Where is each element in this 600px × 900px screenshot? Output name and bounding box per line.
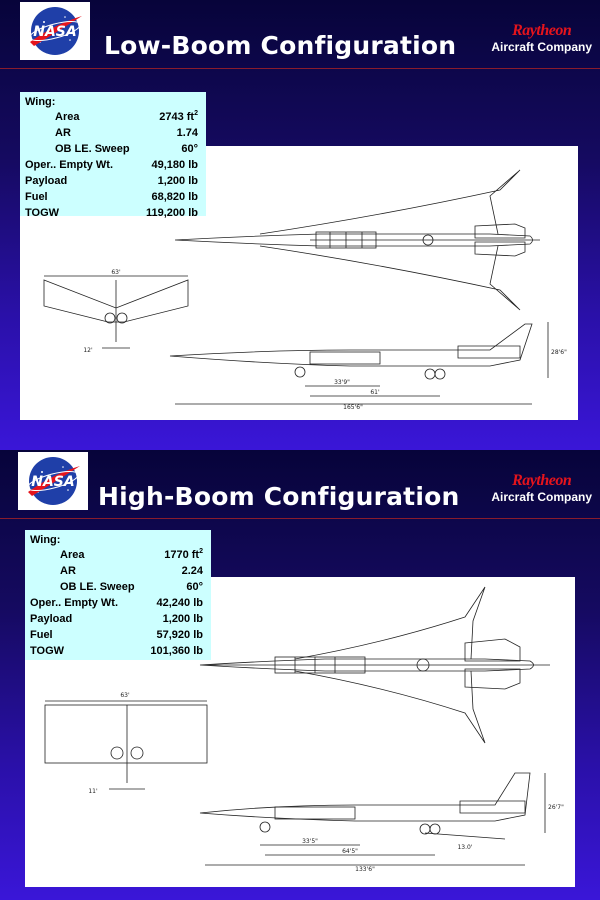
dim-length: 165'6": [343, 404, 363, 411]
dim-span: 63': [111, 269, 121, 276]
wing-label: Wing:: [30, 534, 61, 546]
spec-row-area: Area 2743 ft2: [25, 109, 198, 125]
brand-name: Raytheon: [512, 22, 572, 39]
spec-row-sweep: OB LE. Sweep 60°: [30, 579, 203, 595]
spec-value: 60°: [186, 581, 203, 593]
dim-length: 133'6": [355, 866, 375, 873]
spec-value: 2.24: [181, 565, 203, 577]
spec-value: 42,240 lb: [156, 597, 203, 609]
spec-value: 68,820 lb: [151, 191, 198, 203]
spec-label: OB LE. Sweep: [55, 143, 130, 155]
specs-table: Wing: Area 2743 ft2 AR 1.74 OB LE. Sweep 60…: [20, 92, 206, 219]
spec-unit-sup: 2: [199, 548, 203, 555]
dim-cabin: 33'9": [334, 379, 350, 386]
spec-row-area: Area 1770 ft2: [30, 547, 203, 563]
spec-row-sweep: OB LE. Sweep 60°: [25, 141, 198, 157]
nasa-wordmark: NASA: [31, 474, 74, 490]
spec-label: Oper.. Empty Wt.: [25, 159, 114, 171]
spec-label: AR: [60, 565, 76, 577]
brand-name: Raytheon: [512, 472, 572, 489]
spec-row-empty-weight: Oper.. Empty Wt. 42,240 lb: [30, 595, 203, 611]
dim-height: 28'6": [551, 349, 567, 356]
brand-subtitle: Aircraft Company: [491, 40, 592, 54]
spec-label: AR: [55, 127, 71, 139]
aircraft-three-view-drawing: 63' 11' 26'7" 13.0' 33'5" 64'5" 133'6": [44, 586, 564, 873]
dim-wheelbase: 61': [370, 389, 380, 396]
low-boom-slide: NASA Low-Boom Configuration Raytheon Air…: [0, 0, 600, 450]
dim-angle: 13.0': [457, 844, 472, 851]
spec-value: 49,180 lb: [151, 159, 198, 171]
page-title: High-Boom Configuration: [98, 482, 460, 511]
spec-row-payload: Payload 1,200 lb: [25, 173, 198, 189]
spec-row-fuel: Fuel 68,820 lb: [25, 189, 198, 205]
spec-label: Fuel: [25, 191, 48, 203]
spec-value: 119,200 lb: [146, 207, 198, 219]
high-boom-slide: NASA High-Boom Configuration Raytheon Ai…: [0, 450, 600, 900]
spec-label: Area: [55, 111, 80, 123]
spec-unit-sup: 2: [194, 110, 198, 117]
spec-row-empty-weight: Oper.. Empty Wt. 49,180 lb: [25, 157, 198, 173]
raytheon-brand: Raytheon Aircraft Company: [491, 22, 592, 54]
raytheon-brand: Raytheon Aircraft Company: [491, 472, 592, 504]
wing-label: Wing:: [25, 96, 56, 108]
spec-row-togw: TOGW 101,360 lb: [30, 643, 203, 659]
spec-row-ar: AR 1.74: [25, 125, 198, 141]
spec-label: Payload: [30, 613, 73, 625]
spec-value: 1,200 lb: [157, 175, 198, 187]
spec-value: 101,360 lb: [150, 645, 203, 657]
dim-track: 11': [88, 788, 98, 795]
dim-wheelbase: 64'5": [342, 848, 358, 855]
dim-height: 26'7": [548, 804, 564, 811]
spec-row-ar: AR 2.24: [30, 563, 203, 579]
spec-label: Area: [60, 549, 85, 561]
spec-value: 57,920 lb: [156, 629, 203, 641]
spec-label: Oper.. Empty Wt.: [30, 597, 119, 609]
aircraft-three-view-drawing: 63' 12' 28'6" 33'9" 61' 165'6": [43, 169, 567, 411]
spec-value: 2743 ft: [159, 111, 195, 123]
page-title: Low-Boom Configuration: [104, 31, 457, 60]
dim-cabin: 33'5": [302, 838, 318, 845]
nasa-wordmark: NASA: [33, 24, 76, 40]
spec-value: 1,200 lb: [162, 613, 203, 625]
specs-table: Wing: Area 1770 ft2 AR 2.24 OB LE. Sweep 60…: [25, 530, 211, 660]
nasa-logo: NASA: [18, 452, 88, 510]
spec-value: 1.74: [176, 127, 198, 139]
spec-label: Payload: [25, 175, 68, 187]
nasa-logo: NASA: [20, 2, 90, 60]
spec-value: 1770 ft: [164, 549, 200, 561]
spec-row-togw: TOGW 119,200 lb: [25, 205, 198, 221]
brand-subtitle: Aircraft Company: [491, 490, 592, 504]
spec-label: TOGW: [25, 207, 60, 219]
spec-label: OB LE. Sweep: [60, 581, 135, 593]
dim-track: 12': [83, 347, 93, 354]
spec-label: Fuel: [30, 629, 53, 641]
spec-value: 60°: [181, 143, 198, 155]
spec-label: TOGW: [30, 645, 65, 657]
spec-row-payload: Payload 1,200 lb: [30, 611, 203, 627]
header-divider: [0, 518, 600, 519]
dim-span: 63': [120, 692, 130, 699]
spec-row-fuel: Fuel 57,920 lb: [30, 627, 203, 643]
header-divider: [0, 68, 600, 69]
